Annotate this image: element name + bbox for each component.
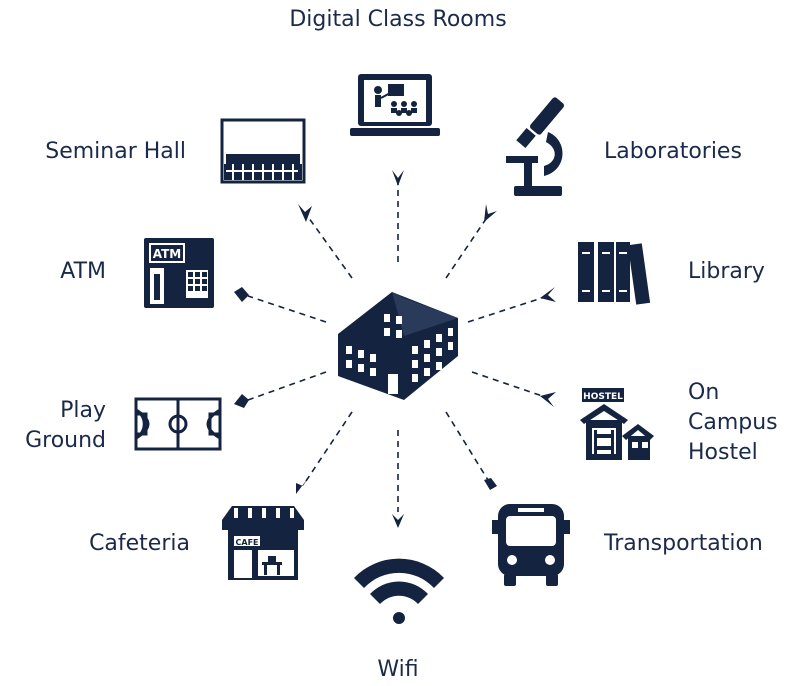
connector-seminar xyxy=(305,213,353,279)
seminar-hall-icon xyxy=(220,118,306,184)
arrow-labs xyxy=(484,204,497,222)
books-icon xyxy=(578,242,651,305)
label-transportation: Transportation xyxy=(604,531,763,556)
arrow-hostel xyxy=(540,392,556,407)
connector-atm xyxy=(247,295,327,323)
atm-screen-text: ATM xyxy=(153,247,181,261)
connector-playground xyxy=(247,371,327,401)
arrow-cafeteria xyxy=(296,478,308,494)
bus-icon xyxy=(492,504,570,586)
connector-hostel xyxy=(471,371,549,399)
arrow-digital xyxy=(392,170,404,186)
arrow-transport xyxy=(484,478,497,490)
arrow-seminar xyxy=(298,204,312,222)
label-on-campus-hostel: On Campus Hostel xyxy=(688,380,778,465)
connector-transport xyxy=(445,411,489,481)
label-digital-class-rooms: Digital Class Rooms xyxy=(289,7,507,32)
arrow-playground xyxy=(234,394,249,408)
label-cafeteria: Cafeteria xyxy=(89,531,190,556)
cafe-icon: CAFE xyxy=(222,506,304,580)
connector-labs xyxy=(445,215,489,279)
hostel-icon: HOSTEL xyxy=(580,388,654,460)
wifi-icon xyxy=(354,558,444,624)
arrow-library xyxy=(540,287,556,302)
campus-building-icon xyxy=(338,292,458,400)
connector-library xyxy=(467,295,549,323)
hostel-sign-text: HOSTEL xyxy=(583,392,623,402)
atm-icon: ATM xyxy=(144,238,214,308)
playground-court-icon xyxy=(134,397,222,451)
cafe-sign-text: CAFE xyxy=(236,538,259,547)
label-play-ground: Play Ground xyxy=(25,398,106,453)
label-seminar-hall: Seminar Hall xyxy=(45,139,186,164)
connectors xyxy=(234,170,556,528)
label-library: Library xyxy=(688,259,765,284)
presentation-laptop-icon xyxy=(350,74,440,136)
label-wifi: Wifi xyxy=(377,657,419,682)
label-laboratories: Laboratories xyxy=(604,139,742,164)
label-atm: ATM xyxy=(60,259,106,284)
microscope-icon xyxy=(506,97,564,196)
arrow-wifi xyxy=(392,514,404,528)
connector-cafeteria xyxy=(303,411,353,485)
arrow-atm xyxy=(234,287,249,302)
